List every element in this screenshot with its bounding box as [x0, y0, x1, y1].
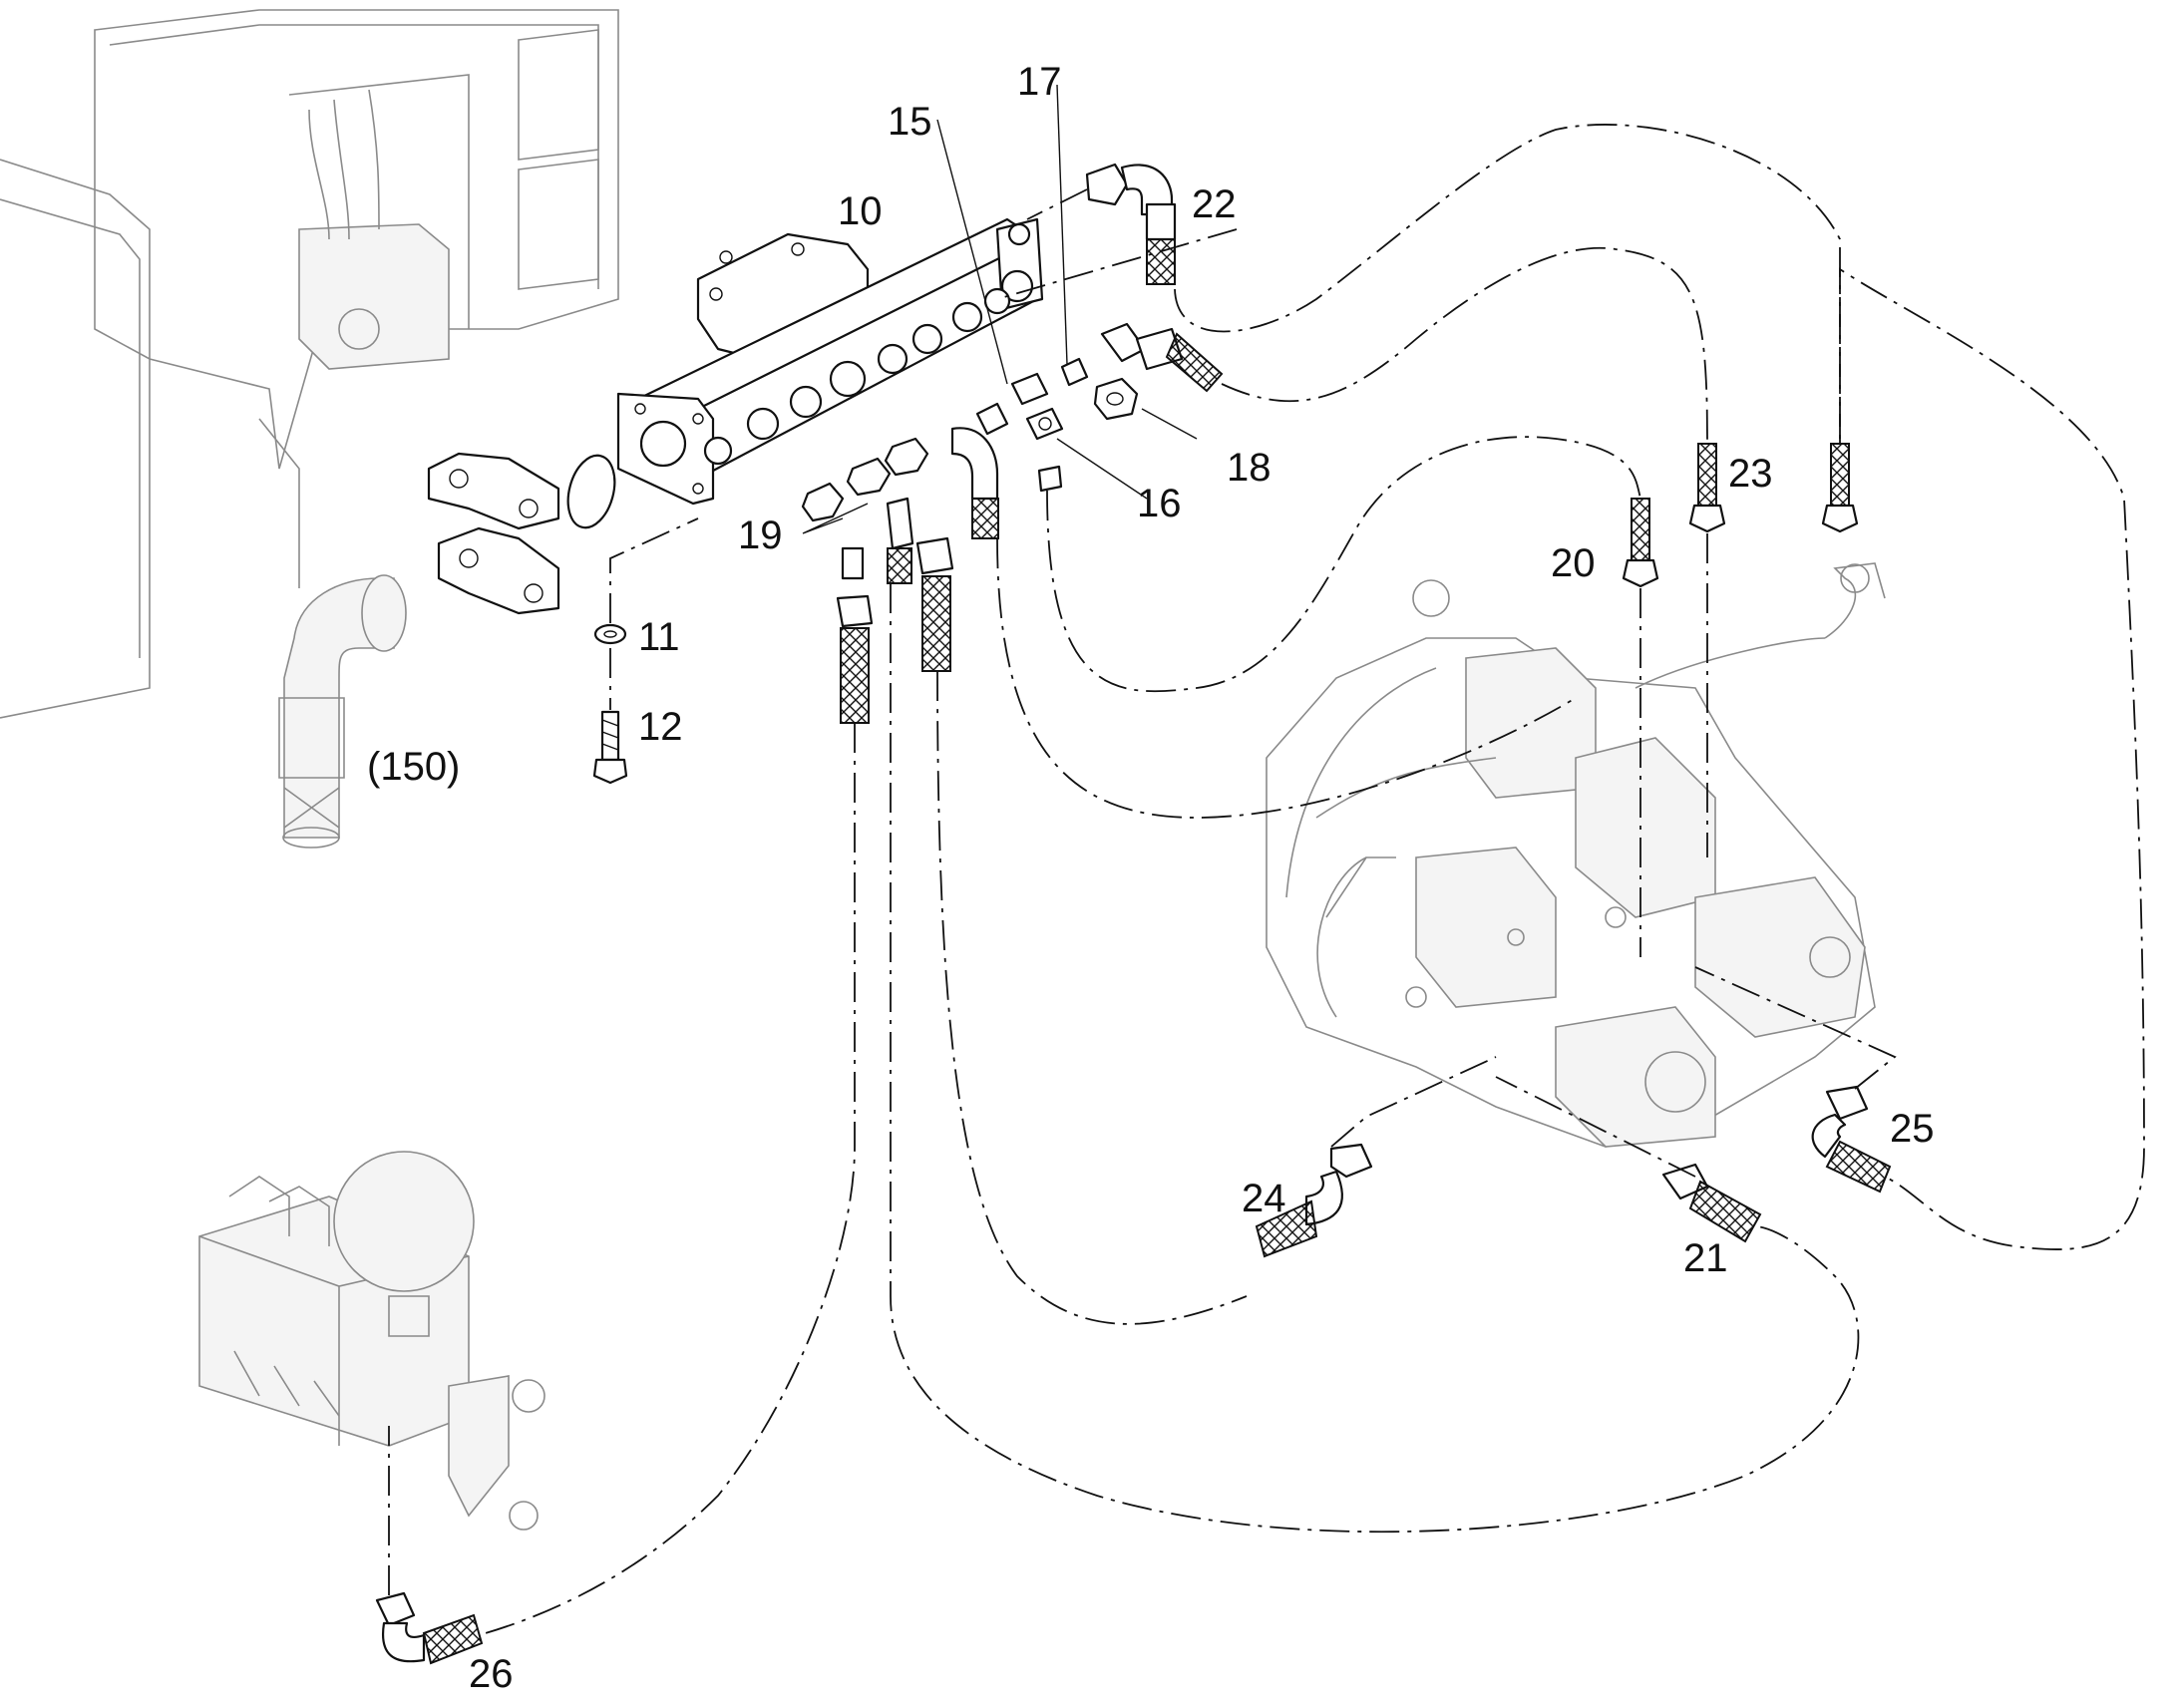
hose-22	[1085, 163, 1177, 285]
callout-10: 10	[838, 189, 883, 233]
accumulator-valve-block-context	[198, 1151, 545, 1531]
callout-25: 25	[1890, 1107, 1935, 1151]
fitting-16	[1010, 372, 1064, 493]
callout-19: 19	[738, 513, 783, 557]
machine-frame-context	[0, 9, 619, 719]
hose-23	[1688, 443, 1726, 533]
hose-24	[1255, 1143, 1373, 1258]
hose-20	[1622, 498, 1659, 588]
callout-20: 20	[1551, 541, 1596, 585]
split-flange	[427, 452, 560, 615]
callout-pointers	[802, 84, 1198, 534]
bolt-12	[592, 710, 628, 785]
fitting-15	[975, 402, 1009, 436]
callout-15: 15	[888, 100, 932, 144]
fitting-17	[1060, 357, 1089, 387]
hose-26	[375, 1591, 484, 1665]
assembly-leaders	[388, 124, 2145, 1636]
hose-25	[1811, 1085, 1892, 1194]
callout-23: 23	[1728, 452, 1773, 496]
hose-left-3	[915, 536, 954, 672]
fittings-19	[801, 437, 929, 522]
callout-21: 21	[1683, 1236, 1728, 1280]
hose-straight-top	[1100, 322, 1224, 393]
callout-22: 22	[1192, 182, 1237, 226]
hose-elbow-mid	[950, 427, 999, 539]
callout-12: 12	[638, 705, 683, 749]
manifold-block	[616, 217, 1044, 506]
elbow-pipe-150	[278, 574, 407, 849]
pump-assembly-context	[1266, 562, 1886, 1148]
hose-left-1	[836, 546, 874, 724]
o-ring	[566, 454, 616, 529]
hose-right-vertical	[1821, 443, 1859, 533]
callout-26: 26	[469, 1652, 514, 1696]
callout-150: (150)	[367, 745, 460, 789]
washer-11	[593, 623, 627, 645]
callout-11: 11	[638, 615, 680, 659]
callout-24: 24	[1242, 1177, 1286, 1220]
hose-21	[1661, 1163, 1762, 1243]
hose-left-2	[886, 497, 914, 584]
callout-16: 16	[1137, 482, 1182, 525]
callout-17: 17	[1017, 60, 1062, 104]
nut-18	[1093, 377, 1139, 421]
callout-labels: 10 11 12 15 16 17 18 19 20 21 22 23 24 2…	[367, 60, 1935, 1696]
callout-18: 18	[1227, 446, 1272, 490]
